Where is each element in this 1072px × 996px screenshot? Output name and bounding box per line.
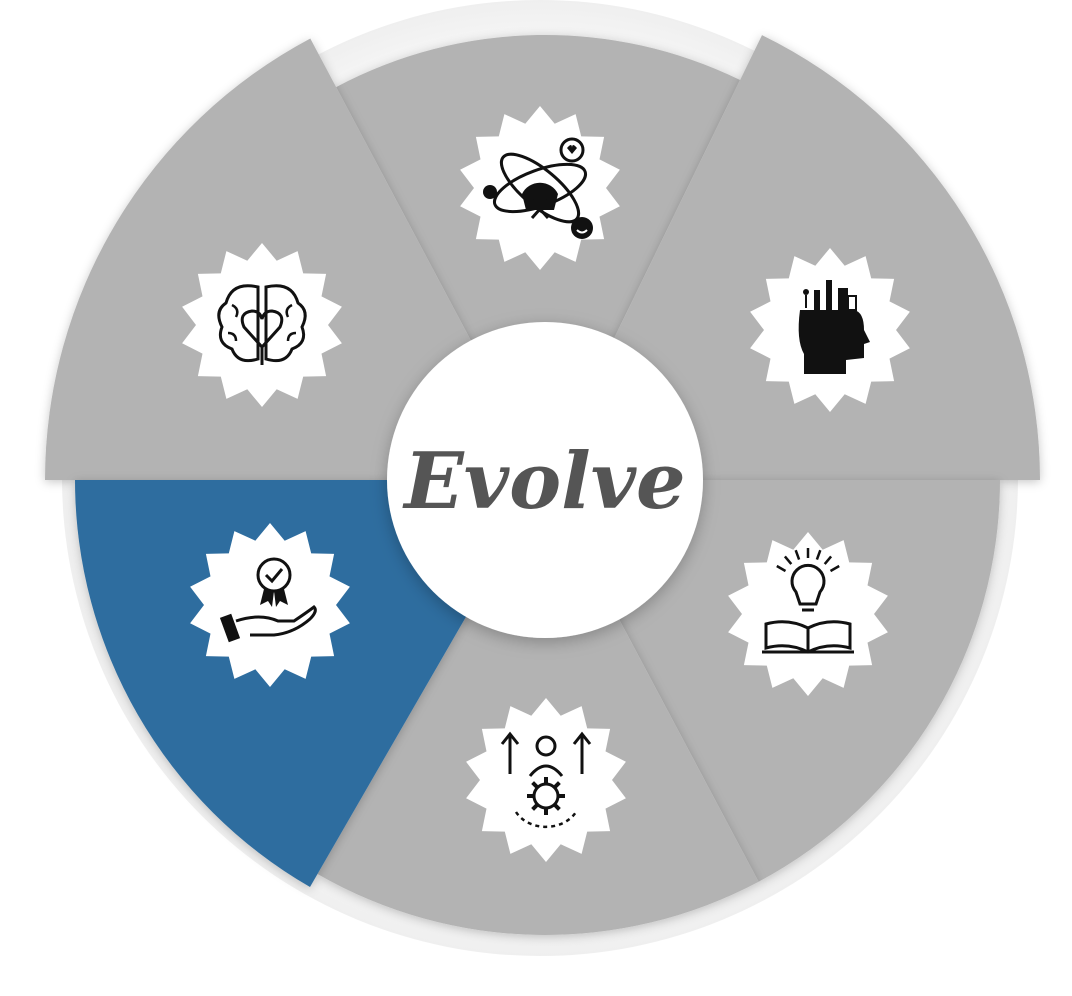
creative-head-icon: [798, 280, 870, 374]
center-hub: Evolve: [387, 322, 703, 638]
social-atom-icon: [483, 137, 593, 239]
badge-social[interactable]: [460, 106, 620, 270]
starburst-badge: [728, 532, 888, 696]
person-gear-growth-icon: [500, 731, 592, 829]
segment-creativity[interactable]: [545, 35, 1040, 480]
starburst-badge: [190, 523, 350, 687]
badge-achievement[interactable]: [190, 523, 350, 687]
badges-group: [182, 106, 910, 862]
starburst-badge: [182, 243, 342, 407]
badge-growth[interactable]: [466, 698, 626, 862]
evolve-logo: Evolve: [402, 436, 685, 527]
hand-award-icon: [219, 557, 317, 643]
segment-growth[interactable]: [317, 480, 759, 935]
hub-circle: [387, 322, 703, 638]
badge-knowledge[interactable]: [728, 532, 888, 696]
badge-creativity[interactable]: [750, 248, 910, 412]
lightbulb-book-icon: [762, 548, 854, 654]
brain-heart-icon: [217, 284, 307, 365]
badge-emotional[interactable]: [182, 243, 342, 407]
